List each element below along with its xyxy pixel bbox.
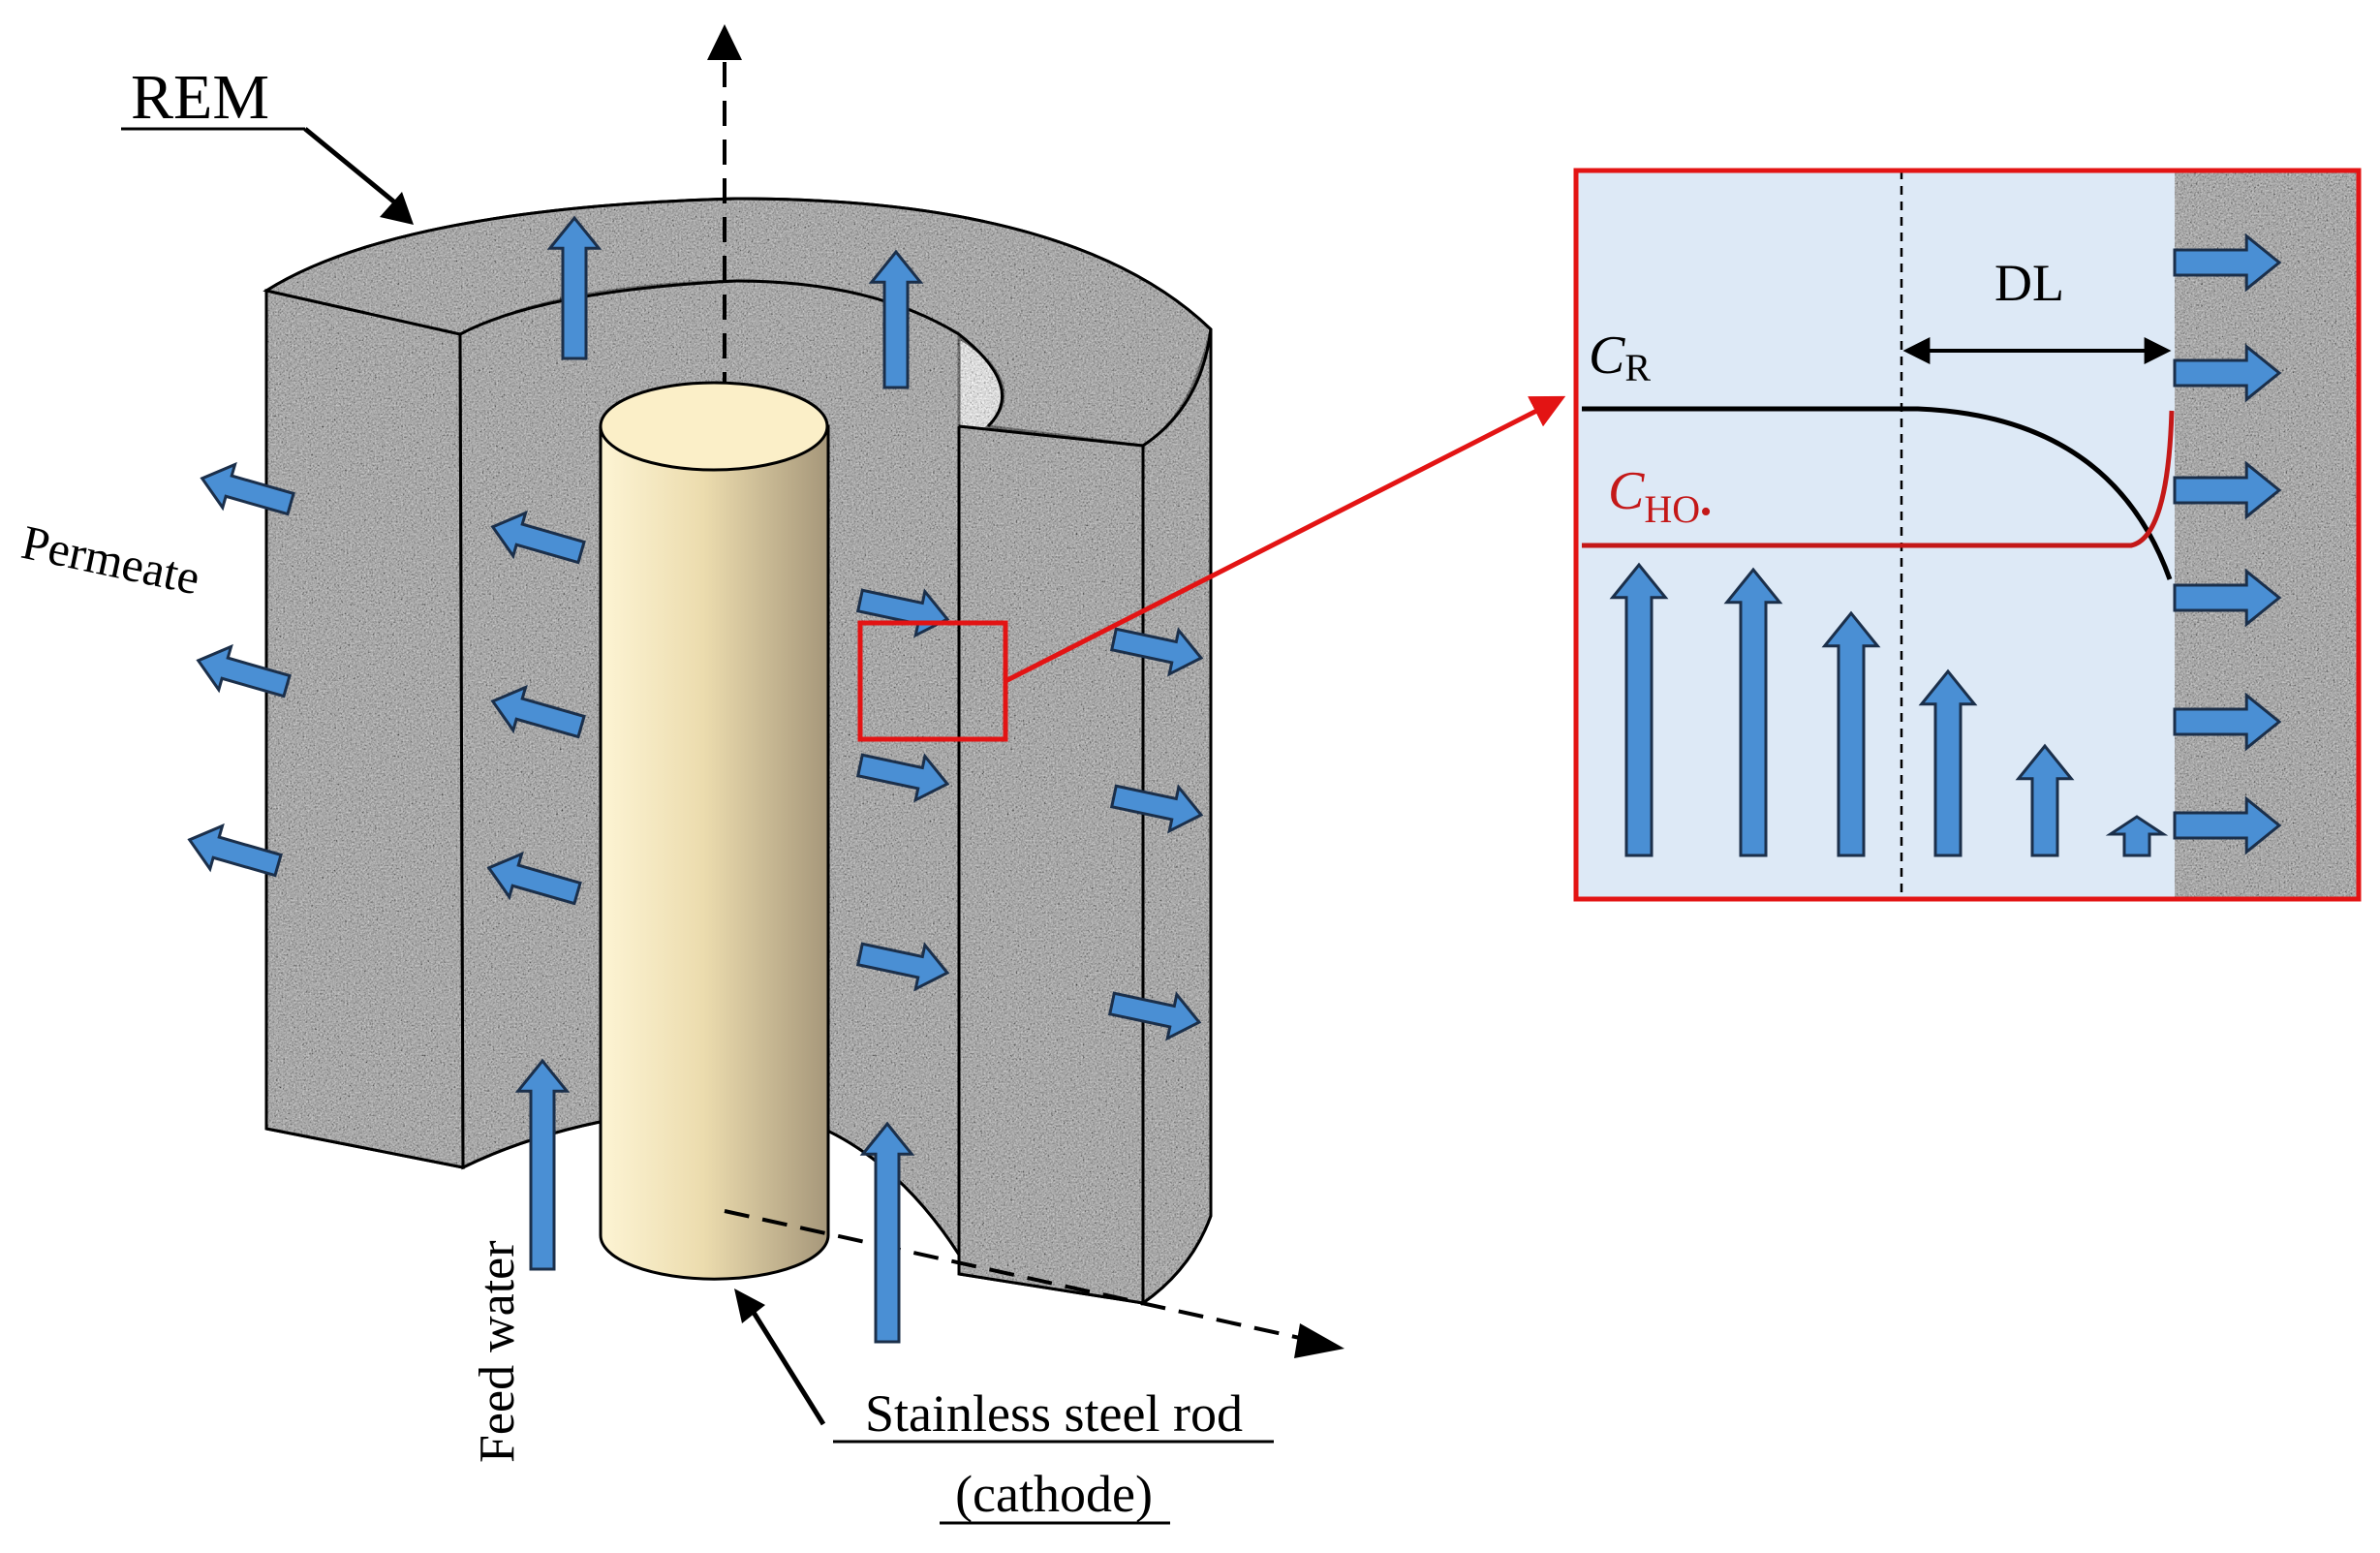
block-arrow-icon — [859, 1121, 915, 1344]
velocity-arrow-icon — [1723, 567, 1783, 857]
axis-arrow-icon — [707, 24, 742, 60]
permeate-arrow-icon — [2173, 795, 2282, 855]
block-arrow-icon — [196, 643, 292, 699]
rem-label: REM — [131, 62, 269, 133]
rod-label-group: Stainless steel rod (cathode) — [734, 1289, 1274, 1525]
cr-profile-curve — [1582, 406, 2173, 580]
cho-label: CHO• — [1608, 461, 1712, 531]
block-arrow-icon — [187, 823, 283, 878]
velocity-arrow-icon — [2105, 815, 2169, 857]
pointer-arrow-icon — [734, 1289, 765, 1323]
block-arrow-icon — [855, 753, 950, 803]
block-arrow-icon — [868, 249, 924, 389]
block-arrow-icon — [490, 684, 586, 739]
pointer-arrow-icon — [380, 192, 414, 225]
axis-horizontal — [724, 1209, 1345, 1358]
flow-arrows — [187, 215, 1204, 1344]
permeate-arrow-icon — [2173, 233, 2282, 293]
velocity-arrow-icon — [1918, 668, 1978, 857]
velocity-arrow-icon — [1609, 562, 1669, 857]
inset-panel: DL CR CHO• — [1573, 168, 2362, 902]
zoom-pointer-arrow — [1004, 395, 1566, 684]
block-arrow-icon — [1109, 627, 1204, 677]
dl-label: DL — [1994, 254, 2064, 312]
velocity-arrow-icon — [1821, 610, 1881, 857]
rod-label-line1: Stainless steel rod — [865, 1384, 1243, 1443]
permeate-arrow-icon — [2173, 568, 2282, 628]
block-arrow-icon — [1109, 784, 1204, 834]
axis-arrow-icon — [1294, 1323, 1345, 1358]
cr-label: CR — [1589, 326, 1651, 389]
block-arrow-icon — [200, 461, 295, 516]
rem-label-group: REM — [121, 62, 414, 225]
block-arrow-icon — [486, 851, 582, 906]
rem-pointer-arrow — [303, 127, 404, 210]
inset-velocity-arrows — [1609, 233, 2282, 857]
cho-profile-curve — [1582, 410, 2175, 548]
rod-label-line2: (cathode) — [955, 1465, 1153, 1523]
feed-water-label: Feed water — [470, 1240, 525, 1463]
stainless-steel-rod — [599, 381, 830, 1281]
block-arrow-icon — [1107, 991, 1202, 1041]
permeate-arrow-icon — [2173, 343, 2282, 403]
permeate-arrow-icon — [2173, 460, 2282, 520]
block-arrow-icon — [490, 510, 586, 565]
permeate-arrow-icon — [2173, 692, 2282, 752]
rod-pointer-line — [745, 1301, 826, 1426]
permeate-label: Permeate — [17, 514, 205, 605]
block-arrow-icon — [855, 942, 950, 992]
velocity-arrow-icon — [2015, 743, 2075, 857]
block-arrow-icon — [546, 215, 603, 360]
block-arrow-icon — [514, 1058, 571, 1271]
